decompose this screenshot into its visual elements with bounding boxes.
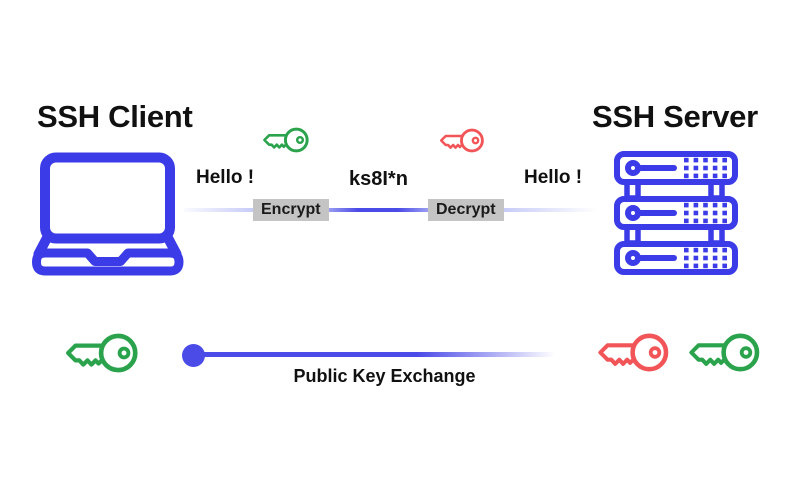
plaintext-right: Hello ! xyxy=(524,167,583,188)
key-exchange-label: Public Key Exchange xyxy=(293,366,476,386)
server-rack-icon xyxy=(614,151,738,275)
laptop-icon xyxy=(27,152,188,278)
encrypt-label: Encrypt xyxy=(253,199,329,221)
channel-line-encrypted xyxy=(328,208,428,212)
green-key-icon xyxy=(261,126,311,154)
decrypt-label: Decrypt xyxy=(428,199,504,221)
client-title: SSH Client xyxy=(37,99,193,134)
channel-line-right xyxy=(502,208,597,212)
key-exchange-line xyxy=(192,352,555,357)
plaintext-left: Hello ! xyxy=(196,167,255,188)
key-exchange-dot xyxy=(182,344,205,367)
ciphertext: ks8I*n xyxy=(349,168,408,190)
green-key-icon xyxy=(63,331,141,375)
red-key-icon xyxy=(438,127,486,154)
green-key-icon xyxy=(686,331,763,374)
channel-line-left xyxy=(184,208,254,212)
server-title: SSH Server xyxy=(592,99,758,134)
red-key-icon xyxy=(595,331,672,374)
